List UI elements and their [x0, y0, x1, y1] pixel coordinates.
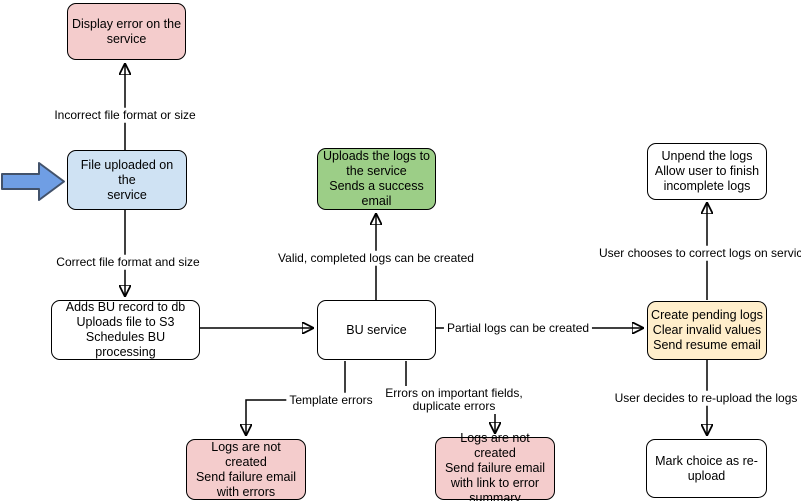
node-create-pending-logs: Create pending logs Clear invalid values…	[647, 301, 767, 360]
node-logs-not-created-template: Logs are not created Send failure email …	[186, 439, 306, 500]
label-choose-correct: User chooses to correct logs on service	[595, 245, 801, 261]
label-incorrect-format: Incorrect file format or size	[51, 107, 199, 123]
node-uploads-logs-success: Uploads the logs to the service Sends a …	[317, 148, 436, 210]
entry-arrow-shape	[1, 162, 65, 201]
node-file-uploaded: File uploaded on the service	[67, 150, 187, 210]
node-unpend-logs: Unpend the logs Allow user to finish inc…	[647, 143, 767, 200]
node-display-error: Display error on the service	[67, 3, 186, 60]
label-reupload: User decides to re-upload the logs	[611, 390, 801, 406]
label-partial-logs: Partial logs can be created	[443, 320, 593, 336]
label-important-fields: Errors on important fields, duplicate er…	[382, 386, 526, 414]
node-mark-choice-reupload: Mark choice as re- upload	[646, 439, 767, 498]
label-correct-format: Correct file format and size	[53, 254, 203, 270]
node-logs-not-created-fields: Logs are not created Send failure email …	[435, 431, 555, 501]
label-valid-completed: Valid, completed logs can be created	[275, 250, 477, 266]
label-template-errors: Template errors	[286, 392, 376, 408]
node-bu-service: BU service	[317, 300, 436, 360]
node-adds-bu-record: Adds BU record to db Uploads file to S3 …	[51, 300, 200, 360]
